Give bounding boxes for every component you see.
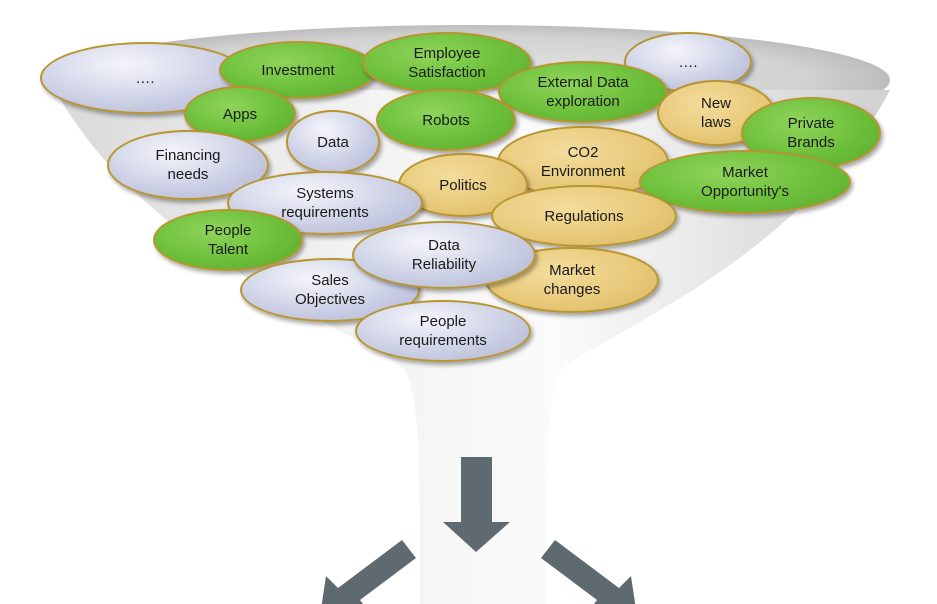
down-arrow (443, 457, 510, 552)
bubble-external-data-exploration: External Data exploration (498, 61, 668, 123)
bubble-people-talent: People Talent (153, 209, 303, 271)
bubble-data: Data (286, 110, 380, 174)
bubble-systems-requirements: Systems requirements (227, 171, 423, 235)
bubble-people-requirements: People requirements (355, 300, 531, 362)
bubble-market-opportunitys: Market Opportunity's (639, 150, 851, 214)
bubble-robots: Robots (376, 89, 516, 151)
down-left-arrow (321, 540, 416, 604)
bubble-data-reliability: Data Reliability (352, 221, 536, 289)
down-right-arrow (541, 540, 636, 604)
